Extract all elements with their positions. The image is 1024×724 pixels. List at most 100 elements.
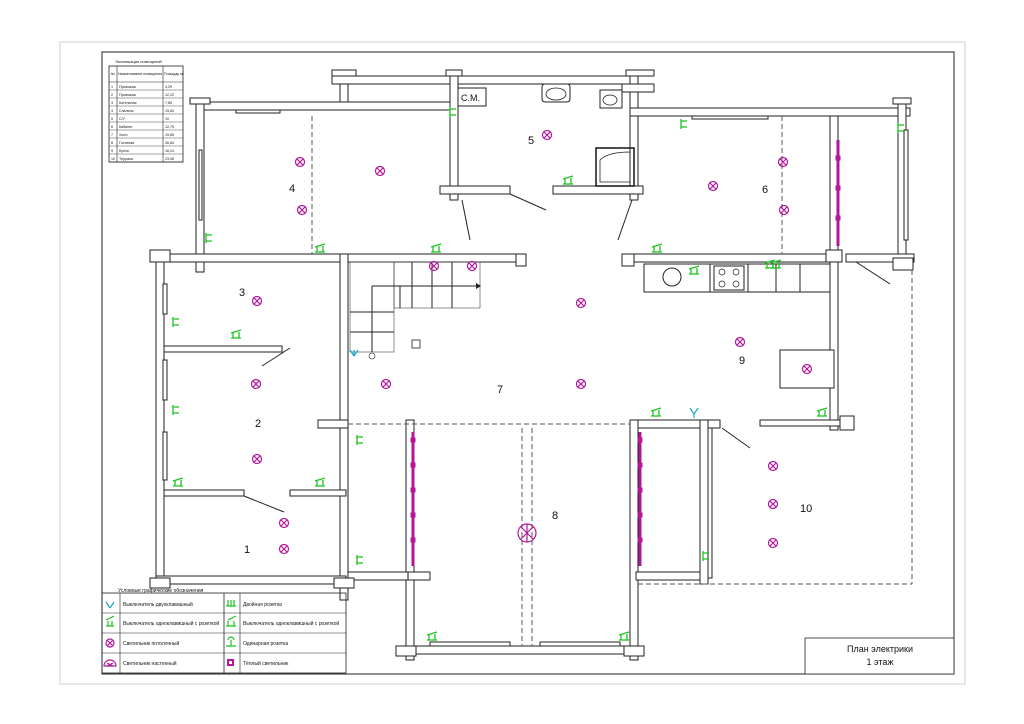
switch-single-icon	[105, 615, 115, 627]
socket-icon	[205, 233, 212, 243]
ceiling-lamp-icon	[278, 543, 290, 555]
legend-label-socket-double: Двойная розетка	[243, 601, 282, 608]
legend-label-switch-single: Выключатель одноклавишный с розеткой	[123, 620, 219, 627]
ceiling-lamp-icon	[575, 378, 587, 390]
drawing-title: План электрики	[847, 644, 913, 654]
switch-double-icon	[105, 601, 115, 609]
lamp-wall-icon	[103, 659, 117, 667]
socket-icon	[172, 477, 184, 487]
room-number-4: 4	[289, 183, 295, 195]
explication-cell: 4	[111, 109, 113, 113]
legend-label-lamp-ceiling: Светильник потолочный	[123, 640, 179, 647]
socket-icon	[562, 175, 574, 185]
explication-cell: 7,85	[165, 101, 172, 105]
explication-cell: 1	[111, 85, 113, 89]
explication-cell: Кухня	[119, 149, 129, 153]
ceiling-lamp-icon	[296, 204, 308, 216]
strip-point-icon	[835, 185, 841, 191]
explication-cell: 19,85	[165, 133, 174, 137]
kitchen-island	[779, 349, 835, 389]
explication-cell: 6	[111, 125, 113, 129]
socket-icon	[770, 259, 782, 269]
explication-cell: 12,75	[165, 125, 174, 129]
room-number-7: 7	[497, 384, 503, 396]
strip-point-icon	[637, 462, 643, 468]
socket-icon	[897, 123, 904, 133]
legend-title: Условные графические обозначения	[118, 588, 204, 594]
ceiling-lamp-icon	[251, 453, 263, 465]
socket-double-icon	[226, 600, 236, 607]
ceiling-lamp-icon	[294, 156, 306, 168]
strip-points	[410, 155, 841, 543]
explication-cell: 10	[111, 157, 115, 161]
switch-socket-icon	[226, 615, 237, 627]
socket-icon	[650, 407, 662, 417]
legend: Условные графические обозначения Выключа…	[101, 588, 347, 674]
ceiling-lamp-icon	[777, 156, 789, 168]
legend-label-lamp-wall: Светильник настенный	[123, 660, 177, 667]
strip-point-icon	[410, 437, 416, 443]
room-number-9: 9	[739, 355, 745, 367]
explication-cell: 26,84	[165, 141, 174, 145]
bathroom-fixtures: С.М.	[457, 83, 635, 187]
lamp-ceiling-icon	[105, 638, 115, 648]
ceiling-lamp-icon	[278, 517, 290, 529]
ceiling-lamps	[250, 129, 813, 555]
sockets	[172, 107, 904, 641]
room-number-10: 10	[800, 503, 812, 515]
cooktop-icon	[713, 265, 745, 291]
room-number-3: 3	[239, 287, 245, 299]
toilet-icon	[599, 89, 623, 109]
explication-cell: Прихожая	[119, 85, 136, 89]
doors	[243, 193, 891, 513]
strip-point-icon	[637, 537, 643, 543]
ceiling-lamp-icon	[575, 297, 587, 309]
socket-icon	[172, 317, 179, 327]
explication-cell: Кабинет	[119, 125, 133, 129]
room-number-5: 5	[528, 135, 534, 147]
washing-machine-label: С.М.	[461, 93, 480, 103]
explication-header-name: Наименование помещения	[118, 72, 162, 76]
explication-cell: 5	[111, 117, 113, 121]
ceiling-lamp-icon	[541, 129, 553, 141]
ceiling-lamp-icon	[250, 378, 262, 390]
ceiling-lamp-icon	[767, 498, 779, 510]
explication-cell: 10	[165, 117, 169, 121]
legend-label-socket-single: Одинарная розетка	[243, 641, 288, 647]
room-number-2: 2	[255, 418, 261, 430]
socket-icon	[764, 259, 776, 269]
socket-icon	[618, 631, 630, 641]
chandelier-icon	[517, 523, 537, 543]
explication-cell: 3	[111, 101, 113, 105]
ceiling-lamp-icon	[251, 295, 263, 307]
ceiling-lamp-icon	[767, 460, 779, 472]
explication-cell: 9	[111, 149, 113, 153]
explication-cell: Холл	[119, 133, 127, 137]
socket-icon	[356, 435, 363, 445]
kitchen-units	[643, 263, 835, 389]
ceiling-lamp-icon	[778, 204, 790, 216]
sink-icon	[541, 83, 571, 103]
strip-point-icon	[637, 487, 643, 493]
staircase	[349, 261, 481, 360]
strip-point-icon	[410, 537, 416, 543]
socket-icon	[702, 551, 709, 561]
explication-cell: 15,84	[165, 109, 174, 113]
explication-cell: 7	[111, 133, 113, 137]
explication-cell: 23,06	[165, 157, 174, 161]
socket-icon	[172, 405, 179, 415]
switches	[349, 349, 699, 418]
washing-machine-box	[457, 87, 487, 107]
explication-cell: Гостиная	[119, 141, 134, 145]
explication-cell: С/У	[119, 117, 126, 121]
dishwasher-icon	[662, 267, 682, 287]
explication-cell: 8	[111, 141, 113, 145]
ceiling-lamp-icon	[428, 260, 440, 272]
explication-cell: 4,29	[165, 85, 172, 89]
ceiling-lamp-icon	[374, 165, 386, 177]
legend-label-switch-socket: Выключатель одноклавишный с розеткой	[243, 620, 339, 627]
socket-icon	[426, 631, 438, 641]
switch-icon	[349, 349, 359, 357]
strip-point-icon	[410, 462, 416, 468]
